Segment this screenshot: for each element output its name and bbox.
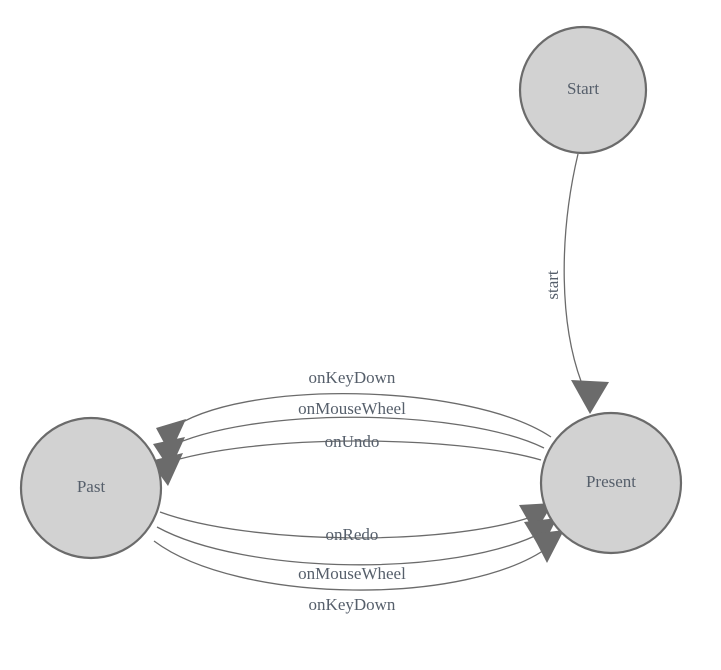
edge-present-past-onmousewheel[interactable]: onMouseWheel xyxy=(153,399,545,470)
node-start-label: Start xyxy=(567,79,599,98)
edge-label-present-past-3: onUndo xyxy=(325,432,380,451)
edge-label-start: start xyxy=(543,270,562,300)
node-past-circle xyxy=(19,416,163,560)
arrowhead-into-past-1 xyxy=(156,419,186,454)
edge-present-past-onkeydown[interactable]: onKeyDown xyxy=(156,368,552,454)
node-start[interactable]: Start xyxy=(518,25,648,155)
node-present-label: Present xyxy=(586,472,636,491)
arrowhead-into-present-1 xyxy=(519,503,553,533)
edge-label-past-present-3: onKeyDown xyxy=(309,595,396,614)
edge-present-past-onundo[interactable]: onUndo xyxy=(150,432,542,486)
edge-label-present-past-1: onKeyDown xyxy=(309,368,396,387)
node-past[interactable]: Past xyxy=(19,416,163,560)
arrowhead-into-present-3 xyxy=(532,530,564,563)
edge-present-past-1-path xyxy=(169,392,552,438)
edge-past-present-onkeydown[interactable]: onKeyDown xyxy=(153,530,564,614)
arrowhead-into-past-3 xyxy=(150,453,183,486)
edge-past-present-1-path xyxy=(159,511,538,539)
edge-past-present-3-path xyxy=(153,540,551,591)
node-start-circle xyxy=(518,25,648,155)
edge-label-past-present-2: onMouseWheel xyxy=(298,564,406,583)
edge-present-past-3-path xyxy=(162,440,542,465)
edge-present-past-2-path xyxy=(166,416,545,449)
edge-start-present[interactable]: start xyxy=(543,153,609,414)
edge-label-past-present-1: onRedo xyxy=(326,525,379,544)
arrowhead-into-past-2 xyxy=(153,437,185,470)
edge-start-present-path xyxy=(563,153,589,399)
node-present[interactable]: Present xyxy=(539,411,683,555)
edge-past-present-2-path xyxy=(156,526,544,566)
arrowhead-into-present-start xyxy=(571,380,609,414)
node-past-label: Past xyxy=(77,477,106,496)
edge-label-present-past-2: onMouseWheel xyxy=(298,399,406,418)
node-present-circle xyxy=(539,411,683,555)
edge-past-present-onredo[interactable]: onRedo xyxy=(159,503,553,544)
